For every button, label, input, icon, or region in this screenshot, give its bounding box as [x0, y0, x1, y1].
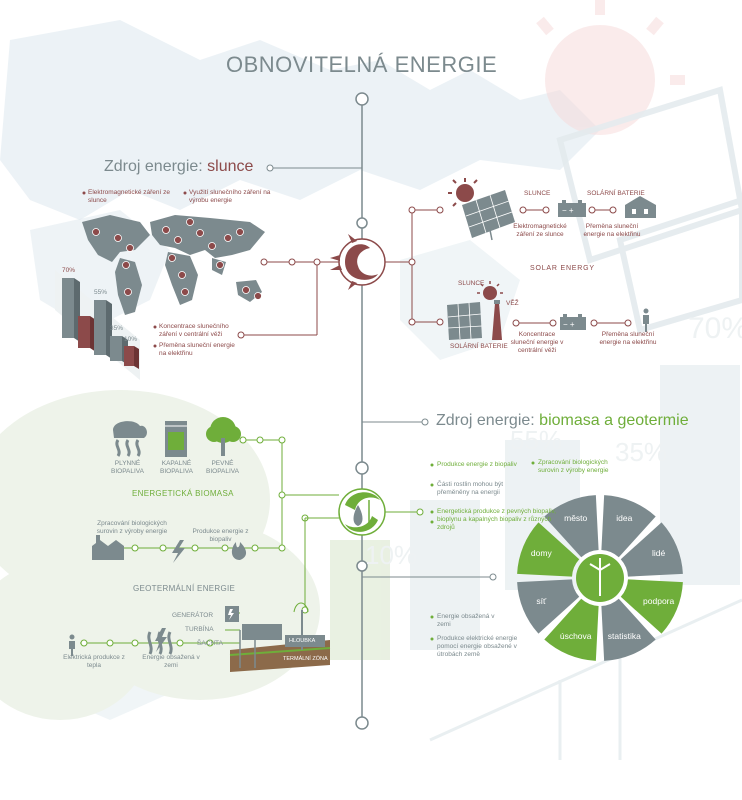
bio-list-2: Zpracování biologických surovin z výroby…: [538, 459, 609, 474]
bg-percent-70: 70%: [688, 312, 742, 345]
wheel-label-5: úschova: [559, 630, 592, 641]
wheel-chart: [517, 495, 683, 661]
bg-percent-10: 10%: [365, 540, 418, 570]
svg-text:− +: − +: [562, 206, 574, 215]
geo-caption-2: Energie obsažená v zemi: [142, 654, 200, 669]
bio-list-3: Části rostlin mohou být přeměněny na ene…: [437, 481, 504, 496]
biomass-label: ENERGETICKÁ BIOMASA: [132, 489, 234, 498]
sun-heading: Zdroj energie: slunce: [104, 158, 253, 176]
solar-panel-icon: [462, 190, 515, 241]
row1-slunce-label: SLUNCE: [524, 190, 551, 197]
wheel-label-3: podpora: [643, 596, 675, 607]
wheel-segment-3: [620, 579, 683, 634]
page-title: OBNOVITELNÁ ENERGIE: [226, 52, 498, 77]
wheel-label-0: město: [564, 513, 588, 524]
geo-list-1: Energie obsažená v zemi: [437, 613, 495, 628]
sun-icon: [448, 178, 478, 207]
wheel-label-1: idea: [616, 513, 633, 524]
bar-label-4: 10%: [124, 336, 138, 343]
battery-icon: − +: [558, 200, 586, 217]
map-label-4: Přeměna sluneční energie na elektřinu: [159, 342, 235, 357]
sun-hub-icon: [330, 234, 386, 290]
wheel-segment-0: [544, 495, 599, 558]
flame-icon: [231, 542, 247, 560]
geo-part-generator: GENERÁTOR: [172, 612, 214, 619]
process-label-2: Produkce energie z biopaliv: [192, 528, 249, 543]
bio-heading: Zdroj energie: biomasa a geotermie: [436, 412, 689, 430]
row1-caption-1: Elektromagnetické záření ze slunce: [513, 223, 567, 238]
tree-icon: [206, 417, 241, 456]
row2-battery-label: SOLÁRNÍ BATERIE: [450, 343, 508, 350]
svg-text:− +: − +: [563, 320, 575, 329]
lightning-icon: [172, 540, 185, 563]
battery-icon-2: − +: [560, 314, 586, 330]
bio-list-1: Produkce energie z biopaliv: [437, 461, 517, 468]
wheel-label-4: statistika: [607, 630, 641, 641]
wheel-segment-1: [601, 495, 656, 558]
process-label-1: Zpracování biologických surovin z výroby…: [96, 520, 168, 535]
wind-turbine-icon: [589, 558, 611, 596]
bio-heading-prefix: Zdroj energie:: [436, 412, 540, 429]
wheel-label-6: síť: [536, 596, 547, 607]
geo-list-2: Produkce elektrické energie pomocí energ…: [437, 635, 518, 658]
geo-depth-label: HLOUBKA: [289, 638, 316, 644]
bg-percent-55: 55%: [510, 425, 563, 455]
person-icon: [643, 308, 649, 332]
factory-icon: [92, 535, 124, 560]
geothermal-plant-icon: [225, 602, 331, 672]
row1-battery-label: SOLÁRNÍ BATERIE: [587, 190, 645, 197]
bio-heading-accent: biomasa a geotermie: [539, 412, 689, 429]
row2-vez-label: VĚŽ: [506, 300, 519, 307]
fuel-label-gas: PLYNNÉ BIOPALIVA: [111, 460, 144, 475]
solar-panel-icon-2: [447, 302, 483, 340]
tower-icon: [492, 300, 502, 340]
wheel-segment-7: [517, 522, 580, 577]
lightning-icon-geo: [155, 628, 167, 652]
house-icon: [625, 196, 656, 218]
geo-zone-label: TERMÁLNÍ ZÓNA: [283, 656, 328, 662]
row2-caption-1: Koncentrace sluneční energie v centrální…: [510, 331, 564, 354]
bar-label-1: 70%: [62, 267, 76, 274]
geo-label: GEOTERMÁLNÍ ENERGIE: [133, 584, 236, 593]
liquid-fuel-icon: [165, 421, 187, 457]
wheel-segment-6: [517, 579, 580, 634]
map-label-1: Elektromagnetické záření ze slunce: [88, 189, 171, 204]
gas-fuel-icon: [113, 421, 147, 457]
row1-caption-2: Přeměna sluneční energie na elektřinu: [583, 223, 641, 238]
bar-label-3: 35%: [110, 325, 124, 332]
person-icon-geo: [69, 634, 75, 656]
geo-part-shaft: ŠACHTA: [197, 640, 223, 647]
bg-percent-35: 35%: [615, 437, 668, 467]
sun-heading-accent: slunce: [207, 158, 254, 175]
fuel-label-solid: PEVNÉ BIOPALIVA: [206, 460, 239, 475]
row2-slunce-label: SLUNCE: [458, 280, 485, 287]
sun-bar-chart: [55, 270, 140, 380]
sun-heading-prefix: Zdroj energie:: [104, 158, 208, 175]
map-label-3: Koncentrace slunečního záření v centráln…: [159, 323, 229, 338]
geo-part-turbine: TURBÍNA: [185, 626, 214, 633]
bar-label-2: 55%: [94, 289, 108, 296]
geo-caption-1: Elektrická produkce z tepla: [63, 654, 125, 669]
row2-caption-2: Přeměna sluneční energie na elektřinu: [599, 331, 657, 346]
bio-list-4: Energetická produkce z pevných biopaliv,…: [437, 508, 557, 531]
sun-icon-2: [477, 281, 503, 300]
solar-energy-label: SOLAR ENERGY: [530, 265, 595, 272]
biomass-hub-icon: [338, 488, 386, 536]
wheel-segment-4: [601, 598, 656, 661]
wheel-label-7: domy: [530, 547, 552, 558]
wheel-segment-5: [544, 598, 599, 661]
wheel-segment-2: [620, 522, 683, 577]
map-label-2: Využití slunečního záření na výrobu ener…: [189, 189, 271, 204]
wheel-label-2: lidé: [652, 547, 666, 558]
fuel-label-liquid: KAPALNÉ BIOPALIVA: [160, 460, 193, 475]
